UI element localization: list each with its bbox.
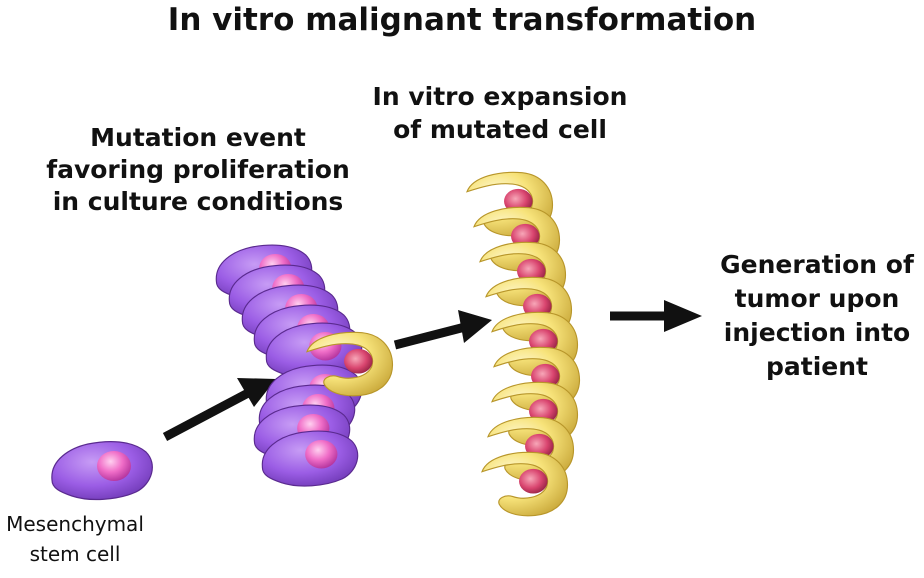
tumor-generation-label: Generation of tumor upon injection into … [712,248,922,384]
arrow-to-tumor [610,300,702,332]
expanded-mutated-cells [466,171,581,517]
generation-line-3: injection into [723,318,911,347]
diagram-title: In vitro malignant transformation [167,2,757,38]
msc-line-1: Mesenchymal [6,512,144,536]
arrow-to-expansion [393,310,492,350]
mutation-event-line-1: Mutation event [90,123,306,152]
mutation-event-label: Mutation event favoring proliferation in… [38,122,358,218]
generation-line-4: patient [766,352,868,381]
mutation-cluster [215,244,394,487]
expansion-line-2: of mutated cell [393,115,607,144]
expansion-label: In vitro expansion of mutated cell [335,80,665,146]
mutation-event-line-3: in culture conditions [52,187,344,216]
msc-line-2: stem cell [29,542,121,566]
mesenchymal-stem-cell-label: Mesenchymal stem cell [0,509,150,569]
mesenchymal-stem-cell [51,441,153,501]
arrow-to-mutation [162,378,276,441]
generation-line-1: Generation of [720,250,914,279]
expansion-line-1: In vitro expansion [372,82,628,111]
mutation-event-line-2: favoring proliferation [46,155,350,184]
generation-line-2: tumor upon [734,284,900,313]
